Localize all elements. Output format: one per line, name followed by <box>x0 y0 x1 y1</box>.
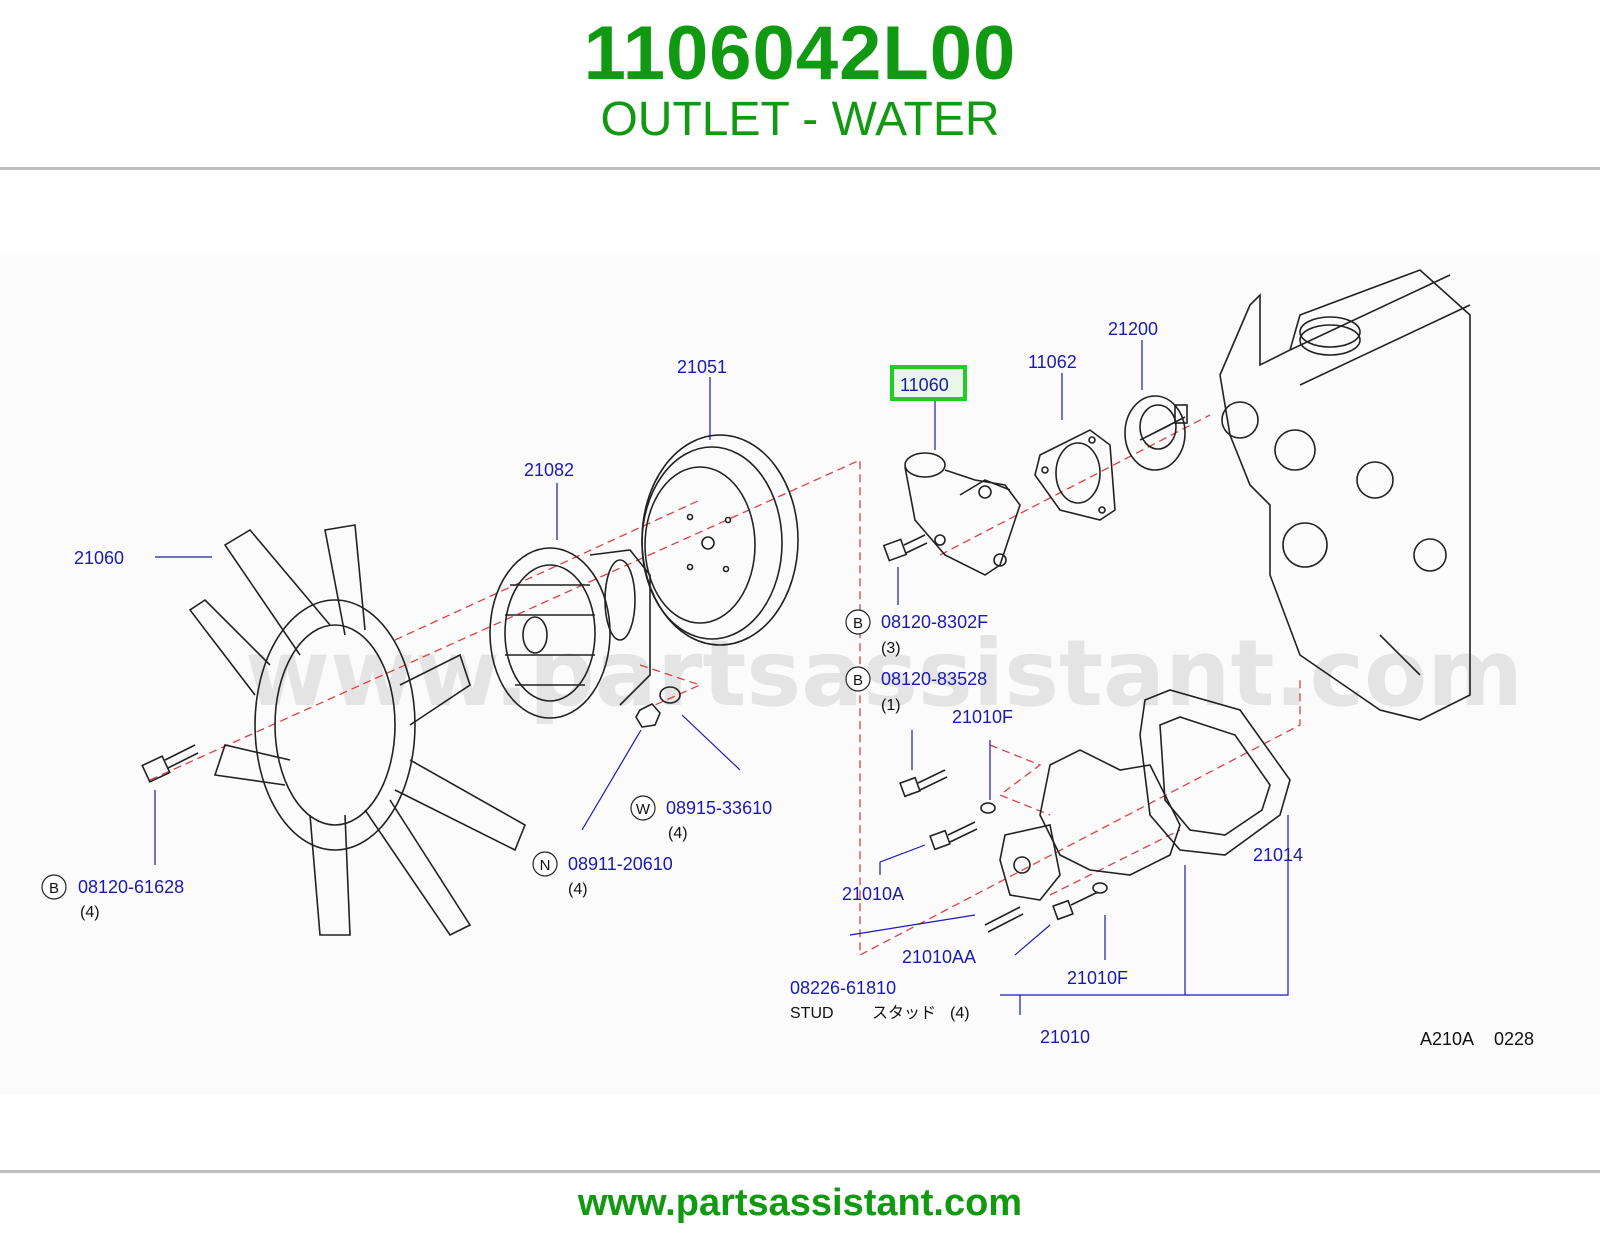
fastener-code-08120-61628[interactable]: 08120-61628 <box>78 877 184 897</box>
assembly-dash-lines <box>149 414 1301 957</box>
exploded-view-svg: www.partsassistant.com <box>41 269 1534 1049</box>
bolt-08120-61628 <box>141 744 199 783</box>
page-header: 1106042L00 OUTLET - WATER <box>0 0 1600 168</box>
badge-letter: W <box>636 801 651 818</box>
parts-diagram: www.partsassistant.com <box>0 255 1600 1095</box>
callout-21051[interactable]: 21051 <box>677 357 727 377</box>
stud-code-08226-61810[interactable]: 08226-61810 <box>790 978 896 998</box>
callout-11060[interactable]: 11060 <box>900 375 949 395</box>
gasket-11062 <box>1034 429 1116 521</box>
fastener-qty: (4) <box>668 825 688 842</box>
callout-21060[interactable]: 21060 <box>74 548 124 568</box>
diagram-ref-number: 0228 <box>1494 1029 1534 1049</box>
pump-bolts <box>899 769 1108 933</box>
part-name-subtitle: OUTLET - WATER <box>600 93 1000 146</box>
thermostat-21200 <box>1124 395 1188 471</box>
badge-letter: B <box>853 672 863 689</box>
fastener-qty: (1) <box>881 697 901 714</box>
badge-b-icon <box>845 666 871 692</box>
badge-b-icon <box>845 609 871 635</box>
badge-letter: B <box>49 880 59 897</box>
fan-21060 <box>188 524 527 937</box>
fastener-qty: (4) <box>80 904 100 921</box>
highlight-box-11060 <box>890 365 967 401</box>
fastener-code-08911-20610[interactable]: 08911-20610 <box>568 854 673 874</box>
fan-coupling-21082 <box>489 547 651 719</box>
callout-21200[interactable]: 21200 <box>1108 319 1158 339</box>
engine-block <box>1219 269 1471 721</box>
pulley-21051 <box>641 434 799 646</box>
water-pump-21010 <box>999 689 1291 901</box>
header-divider <box>0 167 1600 170</box>
callout-21010a[interactable]: 21010A <box>842 884 904 904</box>
callout-21010f-bottom[interactable]: 21010F <box>1067 968 1128 988</box>
callout-21014[interactable]: 21014 <box>1253 845 1303 865</box>
callout-21010aa[interactable]: 21010AA <box>902 947 976 967</box>
footer-divider <box>0 1170 1600 1173</box>
badge-letter: N <box>540 857 551 874</box>
stud-qty: (4) <box>950 1005 970 1022</box>
fastener-qty: (3) <box>881 640 901 657</box>
fastener-code-08120-8302f[interactable]: 08120-8302F <box>881 612 988 632</box>
badge-letter: B <box>853 615 863 632</box>
badge-b-icon <box>41 874 67 900</box>
washer-nut-parts <box>635 686 681 728</box>
leader-lines <box>154 340 1289 1015</box>
stud-label: STUD <box>790 1005 834 1022</box>
water-outlet-11060 <box>904 452 1021 576</box>
watermark: www.partsassistant.com <box>245 620 1523 727</box>
badge-w-icon <box>630 795 656 821</box>
bolt-08120-8302f <box>882 534 928 562</box>
callout-21082[interactable]: 21082 <box>524 460 574 480</box>
part-number-title: 1106042L00 <box>583 11 1017 96</box>
stud-label-jp: スタッド <box>872 1004 936 1022</box>
diagram-ref-code: A210A <box>1420 1029 1474 1049</box>
fastener-code-08120-83528[interactable]: 08120-83528 <box>881 669 987 689</box>
footer-site-link[interactable]: www.partsassistant.com <box>577 1182 1023 1224</box>
fastener-code-08915-33610[interactable]: 08915-33610 <box>666 798 772 818</box>
badge-n-icon <box>532 851 558 877</box>
callout-21010f-top[interactable]: 21010F <box>952 707 1013 727</box>
callout-11062[interactable]: 11062 <box>1028 352 1077 372</box>
callout-21010[interactable]: 21010 <box>1040 1027 1090 1047</box>
fastener-qty: (4) <box>568 881 588 898</box>
